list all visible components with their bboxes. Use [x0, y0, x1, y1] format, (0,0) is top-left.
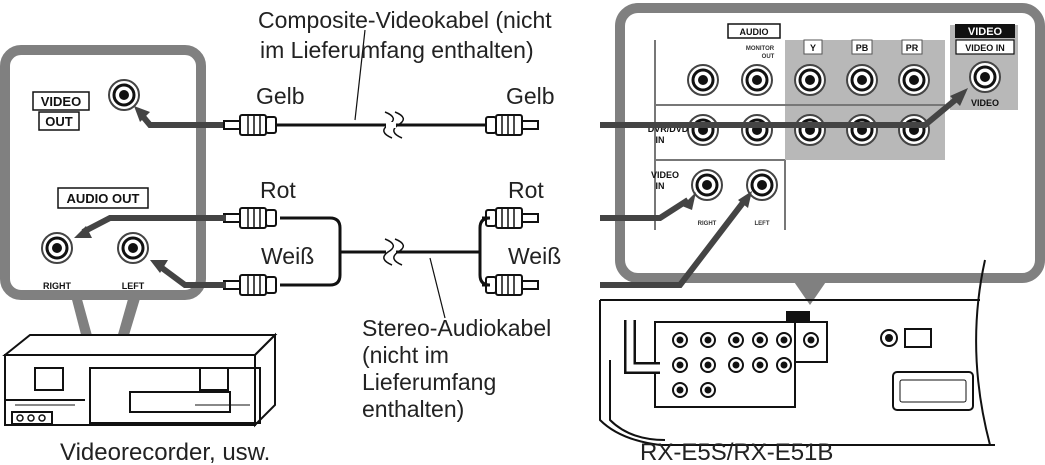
- tv-video-in-jack: [968, 60, 1002, 94]
- tv-pr-jack-2: [897, 113, 931, 147]
- tv-dvr-dvd-label: DVR/DVD: [648, 124, 689, 134]
- tv-back-jacks: [672, 328, 932, 398]
- stereo-audio-cable: [224, 207, 539, 296]
- tv-caption: RX-E5S/RX-E51B: [640, 439, 833, 465]
- tv-dvr-dvd-in-label: IN: [656, 135, 665, 145]
- vcr-small-buttons: [16, 414, 46, 422]
- tv-video-in-bottom-label: VIDEO: [971, 98, 999, 108]
- audio-cable-note-2: (nicht im: [362, 342, 449, 368]
- tv-left-pointer-line: [600, 198, 748, 288]
- composite-video-cable: [224, 111, 539, 139]
- tv-video-in-block: VIDEO IN VIDEO: [955, 39, 1015, 108]
- vcr-out-label-text: OUT: [45, 114, 73, 129]
- tv-monitor-out-label: MONITOR: [746, 46, 775, 52]
- tv-dvr-jack-1: [686, 113, 720, 147]
- label-white-right: Weiß: [508, 243, 561, 269]
- vcr-left-label: LEFT: [122, 281, 145, 291]
- tv-component-label: COMPONENT: [825, 163, 906, 175]
- tv-right-pointer-line: [600, 197, 690, 221]
- vcr-device: [2, 332, 278, 428]
- vcr-audio-right-jack: [40, 231, 74, 265]
- label-yellow-right: Gelb: [506, 83, 555, 109]
- tv-pb-label: PB: [856, 43, 869, 53]
- tv-monitor-out-jack: [740, 63, 774, 97]
- vcr-video-out-label: VIDEO OUT: [32, 91, 90, 131]
- audio-cable-note-1: Stereo-Audiokabel: [362, 315, 551, 341]
- vcr-right-pointer-line: [81, 215, 226, 235]
- tv-y-jack-1: [793, 63, 827, 97]
- label-red-right: Rot: [508, 177, 544, 203]
- audio-cable-note-3: Lieferumfang: [362, 369, 496, 395]
- tv-pr-jack-1: [897, 63, 931, 97]
- tv-video-in-label: VIDEO IN: [965, 43, 1005, 53]
- tv-audio-header: AUDIO: [727, 23, 781, 39]
- tv-video-in-pointer-line: [600, 93, 962, 128]
- label-white-left: Weiß: [261, 243, 314, 269]
- tv-component-header-labels: Y PB PR: [803, 39, 923, 55]
- composite-cable-note-1: Composite-Videokabel (nicht: [258, 7, 552, 33]
- tv-y-jack-2: [793, 113, 827, 147]
- vcr-video-label-text: VIDEO: [41, 94, 81, 109]
- vcr-caption: Videorecorder, usw.: [60, 439, 270, 465]
- audio-cable-note-4: enthalten): [362, 396, 464, 422]
- tv-y-label: Y: [810, 43, 816, 53]
- vcr-audio-out-label: AUDIO OUT: [57, 187, 149, 209]
- vcr-left-pointer-line: [156, 262, 226, 288]
- tv-video-header-text: VIDEO: [968, 26, 1003, 38]
- audio-cable-callout-line: [429, 257, 446, 319]
- tv-video-in-side-label: VIDEO: [651, 170, 679, 180]
- tv-audio-right-jack: [690, 168, 724, 202]
- tv-pr-label: PR: [906, 43, 919, 53]
- tv-monitor-out-label-2: OUT: [762, 54, 775, 60]
- tv-audio-jack-1: [686, 63, 720, 97]
- tv-audio-header-text: AUDIO: [740, 27, 769, 37]
- vcr-audio-left-jack: [116, 231, 150, 265]
- composite-cable-callout-line: [354, 29, 366, 121]
- label-yellow-left: Gelb: [256, 83, 305, 109]
- tv-right-label: RIGHT: [698, 221, 717, 227]
- tv-video-header: VIDEO: [955, 24, 1015, 38]
- vcr-video-out-jack: [107, 78, 141, 112]
- composite-cable-note-2: im Lieferumfang enthalten): [260, 37, 534, 63]
- tv-video-in-side-label-2: IN: [656, 181, 665, 191]
- tv-pb-jack-2: [845, 113, 879, 147]
- vcr-audio-out-text: AUDIO OUT: [67, 191, 140, 206]
- tv-dvr-jack-2: [740, 113, 774, 147]
- tv-pb-jack-1: [845, 63, 879, 97]
- label-red-left: Rot: [260, 177, 296, 203]
- tv-left-label: LEFT: [755, 221, 770, 227]
- vcr-right-label: RIGHT: [43, 281, 72, 291]
- tv-audio-left-jack: [745, 168, 779, 202]
